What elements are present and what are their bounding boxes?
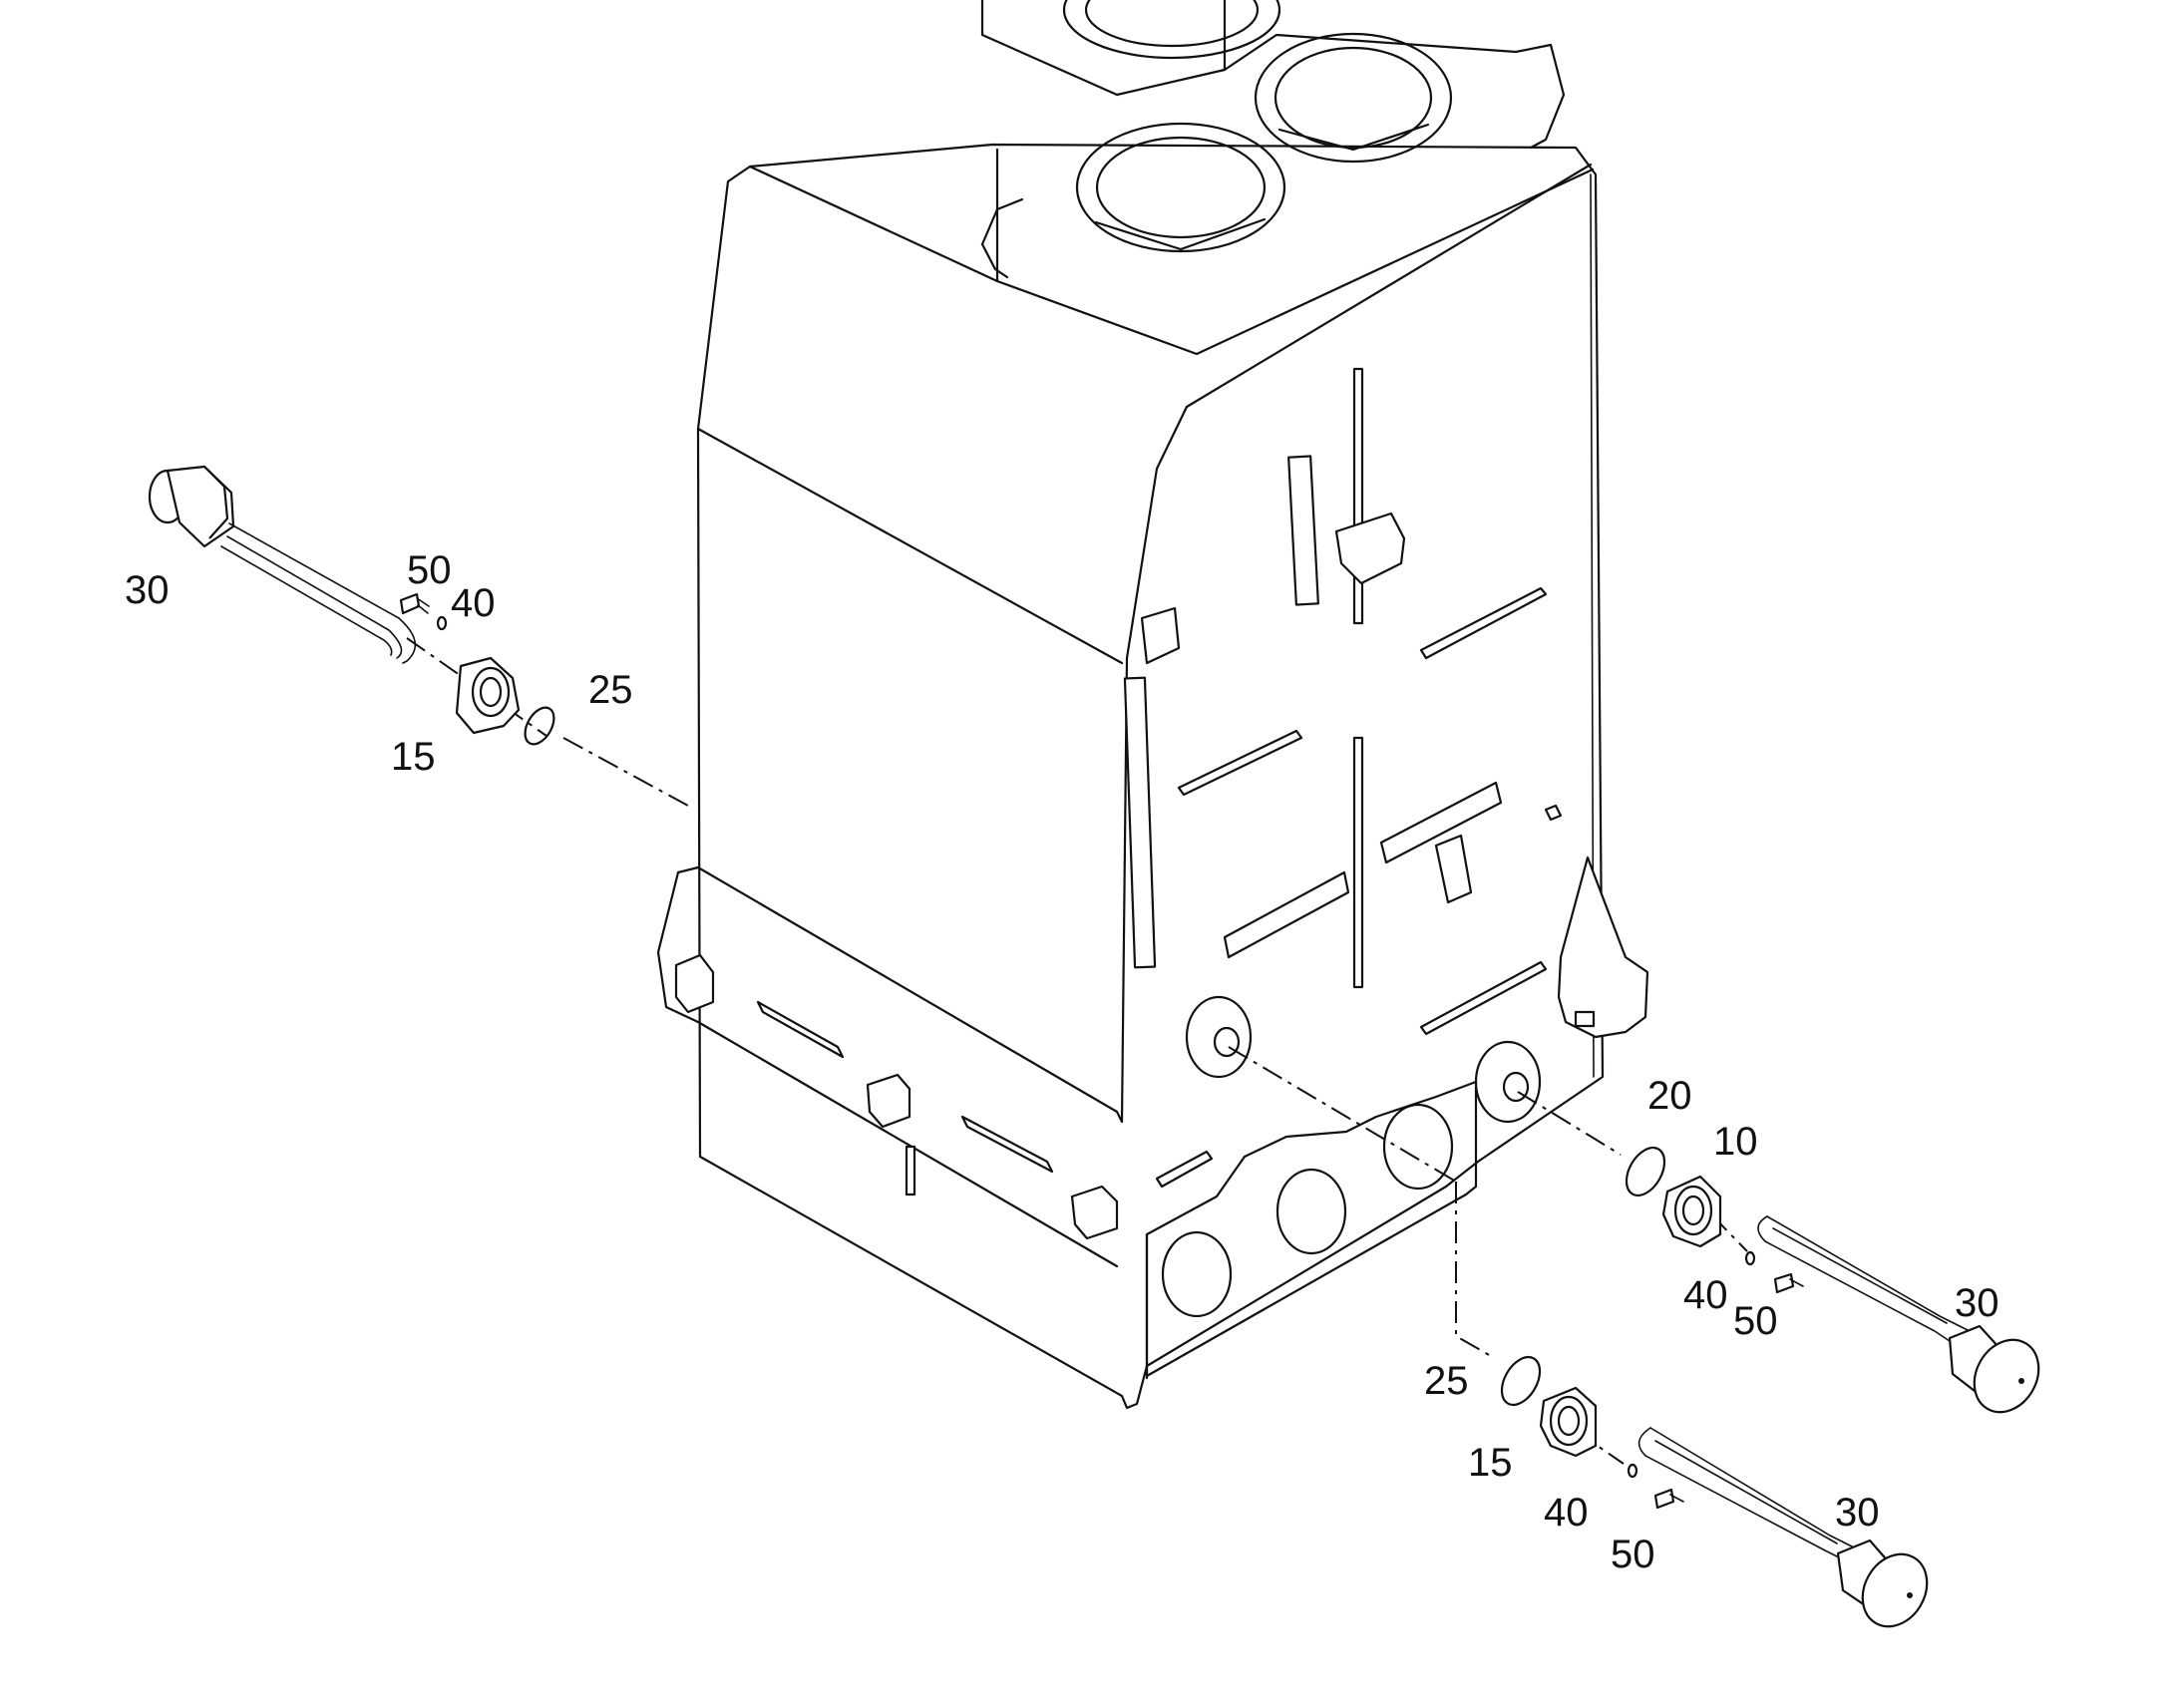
heating-element-30 [1757, 1215, 2040, 1414]
front-panel-details [1123, 367, 1649, 1039]
heating-element-30 [148, 465, 417, 664]
callout-b20: 20 [1647, 1074, 1692, 1118]
washer-40 [1744, 1250, 1756, 1266]
screw-50 [1773, 1272, 1804, 1294]
top-ports [980, 0, 1566, 279]
callout-a50: 50 [407, 548, 452, 592]
callout-b10: 10 [1713, 1120, 1758, 1164]
heating-element-30 [1637, 1427, 1929, 1628]
callout-b40: 40 [1683, 1273, 1728, 1317]
heating-element-assembly-bottom [1500, 1356, 1929, 1628]
callout-c15: 15 [1468, 1441, 1513, 1485]
front-bosses [1185, 995, 1542, 1124]
callout-labels: 30 50 40 25 15 20 10 40 50 30 25 15 40 5… [125, 548, 1999, 1576]
washer-40 [436, 615, 448, 631]
callout-b30: 30 [1955, 1281, 1999, 1325]
assembly-lines [406, 637, 1748, 1465]
callout-c50: 50 [1611, 1533, 1655, 1576]
callout-a15: 15 [391, 735, 436, 779]
callout-c40: 40 [1544, 1491, 1589, 1535]
flange-15 [1539, 1386, 1598, 1458]
callout-a30: 30 [125, 568, 170, 612]
gasket-20 [1625, 1147, 1666, 1196]
gasket-25 [1500, 1356, 1542, 1406]
callout-b50: 50 [1733, 1299, 1778, 1343]
callout-c30: 30 [1835, 1491, 1880, 1535]
heating-element-assembly-right [1625, 1147, 2040, 1414]
screw-50 [1653, 1488, 1684, 1510]
base-section [674, 953, 1478, 1380]
screw-50 [399, 592, 430, 615]
flange-15 [455, 656, 521, 735]
callout-a40: 40 [451, 581, 496, 625]
gasket-25 [524, 706, 555, 746]
washer-40 [1627, 1463, 1638, 1479]
callout-a25: 25 [588, 668, 633, 712]
heating-element-assembly-upper-left [148, 465, 555, 746]
flange-10 [1661, 1175, 1722, 1248]
callout-c25: 25 [1424, 1359, 1469, 1403]
